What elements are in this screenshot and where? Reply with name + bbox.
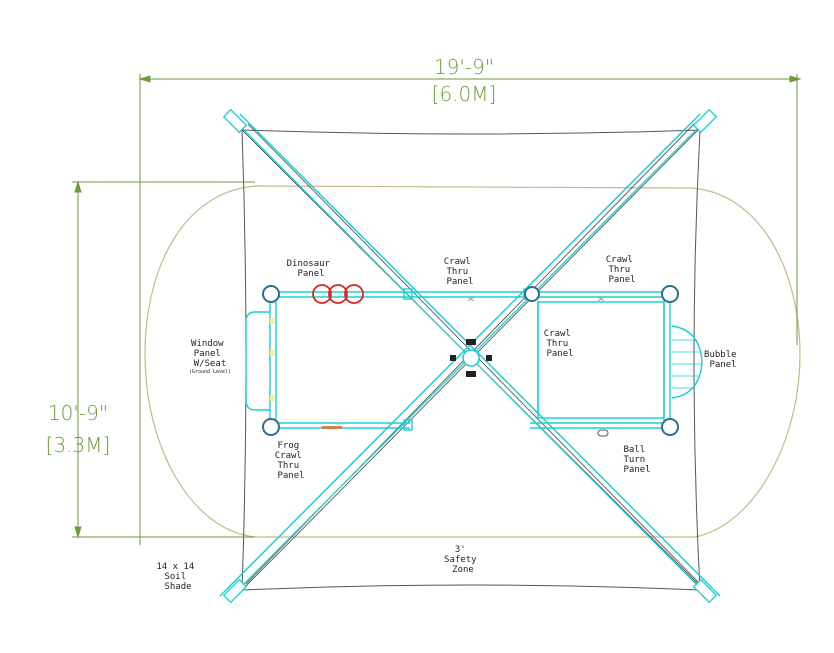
label-crawl-thru-top-right: Crawl Thru Panel	[606, 255, 639, 285]
bubble-panel-dome	[671, 325, 703, 399]
shade-center-hub	[450, 339, 492, 377]
shade-post-caps	[222, 108, 718, 604]
frog-panel-mark	[322, 426, 342, 429]
depth-dimension	[72, 180, 255, 539]
ball-turn-mark	[597, 429, 609, 437]
label-soil-shade: 14 x 14 Soil Shade	[156, 562, 199, 592]
label-crawl-thru-top-mid: Crawl Thru Panel	[444, 257, 477, 287]
label-crawl-thru-inner: Crawl Thru Panel	[544, 329, 577, 359]
window-panel-seat	[245, 311, 270, 411]
label-frog-crawl: Frog Crawl Thru Panel	[275, 441, 308, 481]
left-play-deck	[269, 291, 410, 429]
depth-dim-ft: 10'-9"	[48, 401, 108, 425]
depth-dim-m: [3.3M]	[46, 433, 111, 457]
safety-zone-outline	[144, 185, 801, 538]
deck-posts	[262, 285, 679, 436]
post-top-left	[262, 285, 280, 303]
post-bottom-left	[262, 418, 280, 436]
post-bottom-right	[661, 418, 679, 436]
dinosaur-panel-shape	[312, 284, 364, 304]
window-panel-marks	[270, 318, 274, 401]
label-ball-turn: Ball Turn Panel	[623, 445, 650, 475]
label-dinosaur-panel: Dinosaur Panel	[287, 259, 336, 279]
right-play-deck	[530, 291, 671, 429]
post-top-right	[661, 285, 679, 303]
post-top-mid	[524, 286, 540, 302]
label-window-panel-note: (Ground Level)	[189, 369, 231, 375]
label-safety-zone: 3' Safety Zone	[444, 545, 482, 575]
width-dim-m: [6.0M]	[432, 82, 497, 106]
label-window-panel: Window Panel W/Seat	[191, 339, 229, 369]
label-bubble-panel: Bubble Panel	[704, 350, 742, 370]
width-dimension	[138, 74, 802, 545]
bubble-panel-lines	[672, 339, 702, 389]
width-dim-ft: 19'-9"	[434, 55, 494, 79]
